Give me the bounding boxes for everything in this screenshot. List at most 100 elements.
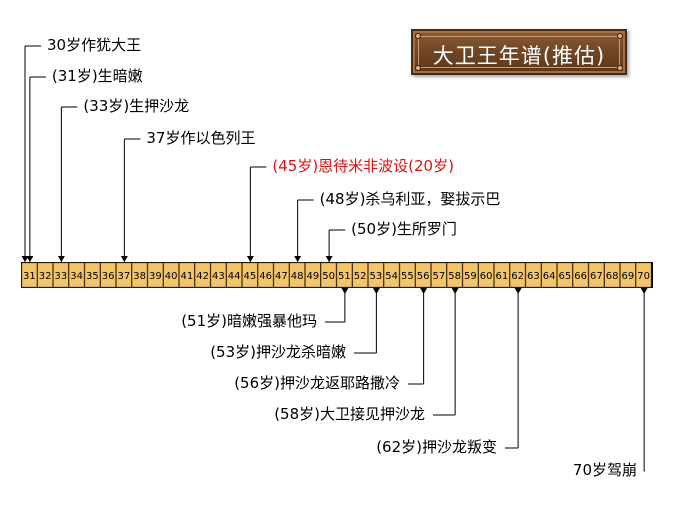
age-label: 64 [543,271,556,282]
event-label-below: (56岁)押沙龙返耶路撒冷 [234,374,400,392]
age-cell: 42 [195,262,211,288]
age-label: 56 [417,271,430,282]
age-cell: 36 [100,262,116,288]
age-label: 58 [448,271,461,282]
age-label: 41 [181,271,194,282]
age-label: 45 [244,271,257,282]
age-label: 70 [637,271,650,282]
age-cell: 31 [21,262,37,288]
event-connector-above [246,166,267,262]
age-label: 42 [196,271,209,282]
age-label: 51 [338,271,351,282]
event-label-above: (33岁)生押沙龙 [83,97,190,115]
age-cell: 64 [541,262,557,288]
age-cell: 47 [273,262,289,288]
age-label: 40 [165,271,178,282]
event-connector-above [294,199,314,262]
age-label: 34 [70,271,83,282]
age-cell: 63 [525,262,541,288]
age-label: 57 [433,271,446,282]
event-label-above: (31岁)生暗嫩 [51,67,143,85]
event-connector-below [354,288,380,354]
age-cell: 33 [53,262,69,288]
age-cell: 45 [242,262,258,288]
age-label: 47 [275,271,288,282]
age-label: 61 [496,271,509,282]
age-label: 38 [133,271,146,282]
event-connector-below [408,288,428,385]
age-cell: 39 [147,262,163,288]
age-label: 39 [149,271,162,282]
event-connector-below [433,288,459,416]
age-label: 48 [291,271,304,282]
diagram-title: 大卫王年谱(推估) [432,44,606,68]
event-connector-below [325,288,349,323]
age-cell: 49 [305,262,321,288]
age-label: 55 [401,271,414,282]
event-connector-below [640,288,648,472]
age-label: 33 [55,271,68,282]
age-label: 43 [212,271,225,282]
age-label: 36 [102,271,115,282]
age-label: 32 [39,271,52,282]
event-label-above: (48岁)杀乌利亚，娶拔示巴 [319,190,501,208]
event-connector-below [505,288,522,449]
age-label: 35 [86,271,99,282]
event-label-below: (62岁)押沙龙叛变 [376,438,497,456]
age-cell: 48 [289,262,305,288]
event-label-above: 37岁作以色列王 [146,129,256,147]
age-label: 65 [559,271,572,282]
age-label: 68 [606,271,619,282]
age-label: 37 [118,271,131,282]
age-cell: 40 [163,262,179,288]
age-cell: 58 [447,262,463,288]
event-connector-above [325,229,346,262]
age-label: 53 [370,271,383,282]
age-label: 62 [511,271,524,282]
age-cell: 60 [478,262,494,288]
age-cell: 38 [132,262,148,288]
event-label-below: (58岁)大卫接见押沙龙 [274,405,425,423]
age-cell: 69 [620,262,636,288]
event-label-below: (51岁)暗嫩强暴他玛 [181,312,317,330]
age-cell: 54 [384,262,400,288]
age-cell: 57 [431,262,447,288]
age-cell: 56 [415,262,431,288]
age-cell: 66 [573,262,589,288]
event-label-below: (53岁)押沙龙杀暗嫩 [210,343,346,361]
age-label: 59 [464,271,477,282]
age-label: 31 [23,271,36,282]
age-cell: 55 [399,262,415,288]
age-cell: 61 [494,262,510,288]
age-cell: 70 [636,262,652,288]
age-cell: 34 [69,262,85,288]
age-cell: 59 [462,262,478,288]
age-label: 66 [574,271,587,282]
event-label-above: 30岁作犹大王 [47,36,142,54]
age-label: 46 [259,271,272,282]
age-cell: 44 [226,262,242,288]
age-cell: 67 [588,262,604,288]
age-cell: 52 [352,262,368,288]
age-cell: 50 [321,262,337,288]
age-label: 44 [228,271,241,282]
age-label: 52 [354,271,367,282]
event-connector-above [57,106,78,262]
age-cell: 43 [210,262,226,288]
event-connector-above [120,138,141,262]
event-label-above: (45岁)恩待米非波设(20岁) [272,157,454,175]
age-cell: 65 [557,262,573,288]
age-label: 50 [322,271,335,282]
age-cell: 53 [368,262,384,288]
age-cell: 68 [604,262,620,288]
event-connector-above [26,76,46,262]
title-plaque: 大卫王年谱(推估) [411,29,627,75]
age-cell: 62 [510,262,526,288]
age-label: 60 [480,271,493,282]
event-connector-above [21,45,41,262]
age-label: 69 [622,271,635,282]
age-cell: 41 [179,262,195,288]
age-label: 67 [590,271,603,282]
age-label: 63 [527,271,540,282]
